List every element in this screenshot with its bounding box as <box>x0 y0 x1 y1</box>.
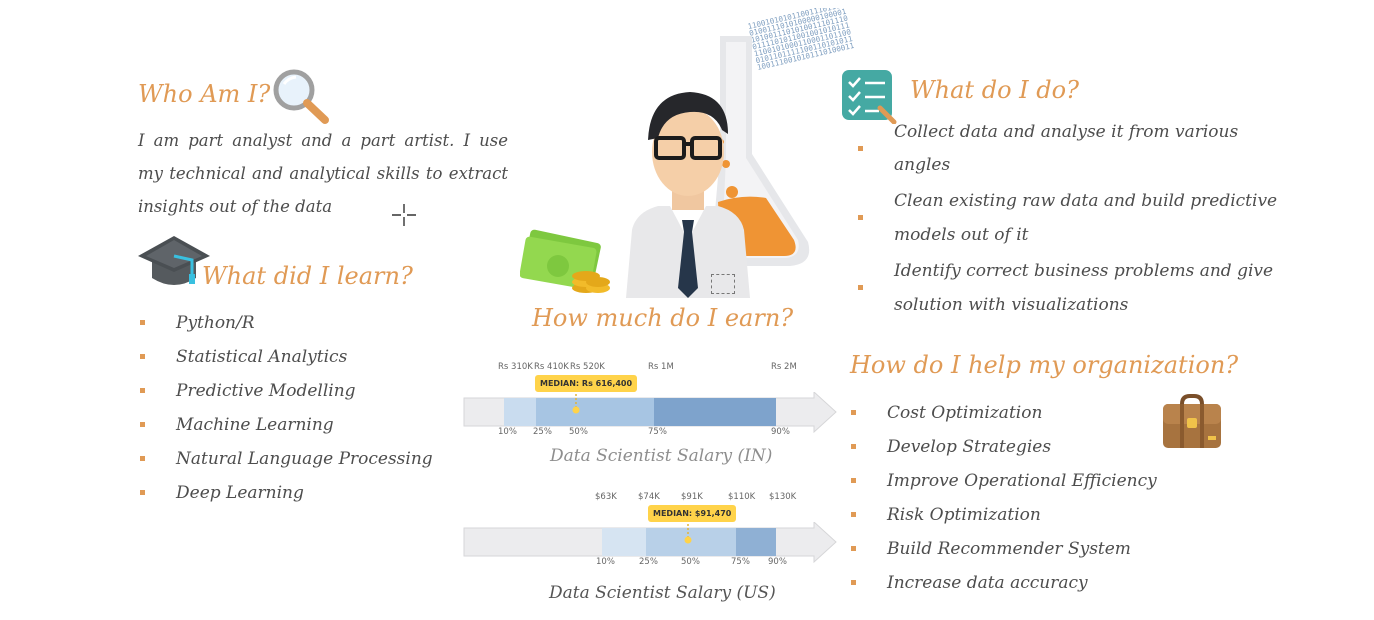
salary-chart-us: $63K $74K $91K $110K $130K MEDIAN: $91,4… <box>462 488 842 572</box>
learn-list: Python/R Statistical Analytics Predictiv… <box>138 306 433 510</box>
percentile-label: 10% <box>498 427 517 437</box>
how-do-i-help-heading: How do I help my organization? <box>850 351 1239 379</box>
selection-marker <box>711 274 735 294</box>
salary-band-10-25 <box>504 398 536 426</box>
percentile-label: 25% <box>533 427 552 437</box>
salary-caption-in: Data Scientist Salary (IN) <box>550 446 773 466</box>
data-scientist-avatar <box>618 80 758 306</box>
duties-list: Collect data and analyse it from various… <box>856 116 1277 322</box>
description-line: my technical and analytical skills to ex… <box>138 164 508 183</box>
percentile-label: 50% <box>681 557 700 567</box>
median-badge-in: MEDIAN: Rs 616,400 <box>535 375 638 392</box>
list-item-line: angles <box>894 155 951 175</box>
list-item: Machine Learning <box>138 408 433 442</box>
median-badge-us: MEDIAN: $91,470 <box>648 505 737 522</box>
briefcase-icon <box>1160 392 1224 456</box>
list-item-line: solution with visualizations <box>894 295 1129 315</box>
list-item: Clean existing raw data and build predic… <box>856 184 1277 252</box>
list-item: Statistical Analytics <box>138 340 433 374</box>
list-item: Improve Operational Efficiency <box>849 464 1157 498</box>
list-item: Build Recommender System <box>849 532 1157 566</box>
description-line: I am part analyst and a part artist. I u… <box>138 131 508 150</box>
what-do-i-do-heading: What do I do? <box>910 76 1079 104</box>
how-much-do-i-earn-heading: How much do I earn? <box>532 304 794 332</box>
percentile-label: 75% <box>648 427 667 437</box>
list-item: Predictive Modelling <box>138 374 433 408</box>
percentile-label: 90% <box>771 427 790 437</box>
graduation-cap-icon <box>138 232 210 298</box>
who-am-i-heading: Who Am I? <box>138 80 271 108</box>
salary-tick-label: Rs 410K <box>534 362 569 372</box>
list-item: Python/R <box>138 306 433 340</box>
salary-band-75-90 <box>654 398 776 426</box>
salary-band-25-75 <box>646 528 736 556</box>
salary-tick-label: $130K <box>769 492 797 502</box>
money-icon <box>519 222 612 300</box>
list-item: Cost Optimization <box>849 396 1157 430</box>
list-item: Risk Optimization <box>849 498 1157 532</box>
percentile-label: 25% <box>639 557 658 567</box>
salary-band-75-90 <box>736 528 776 556</box>
salary-band-10-25 <box>602 528 646 556</box>
salary-tick-label: $74K <box>638 492 660 502</box>
percentile-label: 75% <box>731 557 750 567</box>
help-list: Cost Optimization Develop Strategies Imp… <box>849 396 1157 600</box>
salary-chart-in: Rs 310K Rs 410K Rs 520K Rs 1M Rs 2M MEDI… <box>462 358 842 440</box>
list-item: Develop Strategies <box>849 430 1157 464</box>
list-item-line: models out of it <box>894 225 1029 245</box>
list-item: Collect data and analyse it from various… <box>856 116 1277 182</box>
what-did-i-learn-heading: What did I learn? <box>202 262 413 290</box>
list-item-line: Identify correct business problems and g… <box>894 261 1274 281</box>
crosshair-cursor-icon <box>390 202 418 232</box>
list-item-line: Collect data and analyse it from various <box>894 122 1239 142</box>
salary-tick-label: Rs 310K <box>498 362 533 372</box>
median-marker <box>572 406 580 414</box>
percentile-label: 90% <box>768 557 787 567</box>
median-marker <box>684 536 692 544</box>
percentile-label: 50% <box>569 427 588 437</box>
salary-tick-label: Rs 1M <box>648 362 674 372</box>
salary-bar-us <box>463 522 837 564</box>
magnifying-glass-icon <box>270 66 332 130</box>
salary-tick-label: $110K <box>728 492 756 502</box>
salary-bar-in <box>463 392 837 434</box>
salary-tick-label: Rs 520K <box>570 362 605 372</box>
list-item: Deep Learning <box>138 476 433 510</box>
salary-caption-us: Data Scientist Salary (US) <box>549 583 776 603</box>
salary-tick-label: $91K <box>681 492 703 502</box>
salary-band-25-75 <box>536 398 654 426</box>
list-item-line: Clean existing raw data and build predic… <box>894 191 1278 211</box>
description-line: insights out of the data <box>138 197 333 216</box>
checklist-icon <box>840 68 898 128</box>
salary-tick-label: Rs 2M <box>771 362 797 372</box>
list-item: Increase data accuracy <box>849 566 1157 600</box>
percentile-label: 10% <box>596 557 615 567</box>
salary-tick-label: $63K <box>595 492 617 502</box>
list-item: Identify correct business problems and g… <box>856 254 1277 322</box>
who-am-i-description: I am part analyst and a part artist. I u… <box>138 124 508 223</box>
list-item: Natural Language Processing <box>138 442 433 476</box>
